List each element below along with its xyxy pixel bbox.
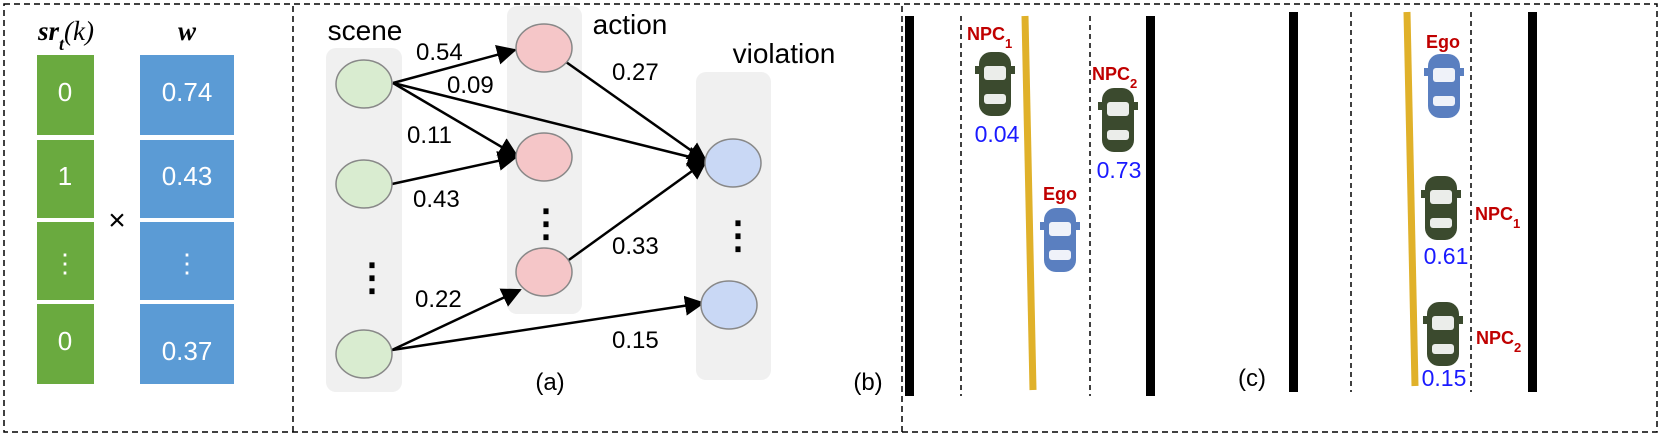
center-line xyxy=(1403,11,1419,387)
scenario-b: NPC1 0.04 NPC2 0.73 Ego (b) xyxy=(853,15,1155,396)
npc1-value: 0.04 xyxy=(975,121,1020,147)
sr-cell-value: 0 xyxy=(58,326,72,356)
ego-car-icon xyxy=(1424,54,1464,118)
w-cell xyxy=(140,140,234,218)
multiply-sign: × xyxy=(108,204,126,237)
npc1-car-icon xyxy=(975,52,1015,116)
w-cell-value: 0.74 xyxy=(162,77,213,107)
panel-label-a: (a) xyxy=(535,369,564,396)
edge-weight: 0.11 xyxy=(407,122,452,149)
sr-cell xyxy=(37,55,94,135)
scene-label: scene xyxy=(328,15,403,46)
panel-label-c: (c) xyxy=(1238,365,1266,392)
ego-label: Ego xyxy=(1043,184,1077,204)
npc1-value: 0.61 xyxy=(1424,243,1469,269)
npc2-label: NPC2 xyxy=(1476,328,1521,355)
edge-weight: 0.43 xyxy=(413,186,460,213)
edge xyxy=(392,81,519,158)
w-vector: 0.74 0.43 ⋮ 0.37 xyxy=(140,55,234,384)
sr-vector: 0 1 ⋮ 0 xyxy=(37,55,94,384)
edge-weight: 0.15 xyxy=(612,327,659,354)
sr-cell-value: 1 xyxy=(58,161,72,191)
npc2-car-icon xyxy=(1098,88,1138,152)
ego-car-icon xyxy=(1040,208,1080,272)
w-cell-value: ⋮ xyxy=(174,248,200,278)
edge xyxy=(392,45,517,85)
w-cell-value: 0.43 xyxy=(162,161,213,191)
w-cell-value: 0.37 xyxy=(162,336,213,366)
violation-node xyxy=(700,280,758,330)
w-header: w xyxy=(178,16,197,46)
violation-node xyxy=(704,138,762,188)
npc1-label: NPC1 xyxy=(1475,204,1520,231)
scene-node xyxy=(335,159,393,209)
center-line xyxy=(1021,15,1037,391)
violation-ellipsis: ⋮ xyxy=(719,215,757,257)
w-cell xyxy=(140,222,234,300)
edge-weight: 0.22 xyxy=(415,286,462,313)
action-ellipsis: ⋮ xyxy=(527,203,565,245)
w-cell xyxy=(140,304,234,384)
vector-panel: srt(k) w 0 1 ⋮ 0 × 0.74 0.43 ⋮ 0.37 xyxy=(37,16,234,384)
scenario-c: Ego NPC1 0.61 NPC2 0.15 (c) xyxy=(1238,11,1537,392)
npc1-label: NPC1 xyxy=(967,24,1012,51)
edge xyxy=(391,295,705,352)
edge-weight: 0.54 xyxy=(416,39,463,66)
edge xyxy=(565,159,708,264)
network-panel: scene action violation ⋮ ⋮ ⋮ 0.54 0.09 0… xyxy=(326,6,835,396)
edge xyxy=(565,60,708,163)
w-cell xyxy=(140,55,234,135)
scene-ellipsis: ⋮ xyxy=(353,257,391,299)
npc2-value: 0.73 xyxy=(1097,157,1142,183)
scene-node xyxy=(335,59,393,109)
ego-label: Ego xyxy=(1426,32,1460,52)
sr-cell xyxy=(37,222,94,300)
edge xyxy=(391,151,518,186)
edge-weight: 0.09 xyxy=(447,72,494,99)
road-edge-left xyxy=(905,16,914,396)
road-edge-right xyxy=(1146,16,1155,396)
road-edge-right xyxy=(1528,12,1537,392)
npc2-car-icon xyxy=(1423,302,1463,366)
action-node xyxy=(515,132,573,182)
road-edge-left xyxy=(1289,12,1298,392)
scene-node xyxy=(335,329,393,379)
edge xyxy=(391,288,522,352)
action-node xyxy=(515,23,573,73)
sr-cell xyxy=(37,304,94,384)
panel-label-b: (b) xyxy=(853,369,882,396)
edge-weight: 0.33 xyxy=(612,233,659,260)
action-node xyxy=(515,247,573,297)
edge xyxy=(392,81,708,167)
npc1-car-icon xyxy=(1421,176,1461,240)
scene-layer-bg xyxy=(326,48,402,392)
action-label: action xyxy=(593,9,668,40)
sr-cell xyxy=(37,140,94,218)
sr-cell-value: 0 xyxy=(58,77,72,107)
edge-weight: 0.27 xyxy=(612,59,659,86)
violation-label: violation xyxy=(733,38,836,69)
npc2-label: NPC2 xyxy=(1092,64,1137,91)
npc2-value: 0.15 xyxy=(1422,365,1467,391)
sr-header: srt(k) xyxy=(37,16,94,54)
sr-cell-value: ⋮ xyxy=(52,248,78,278)
